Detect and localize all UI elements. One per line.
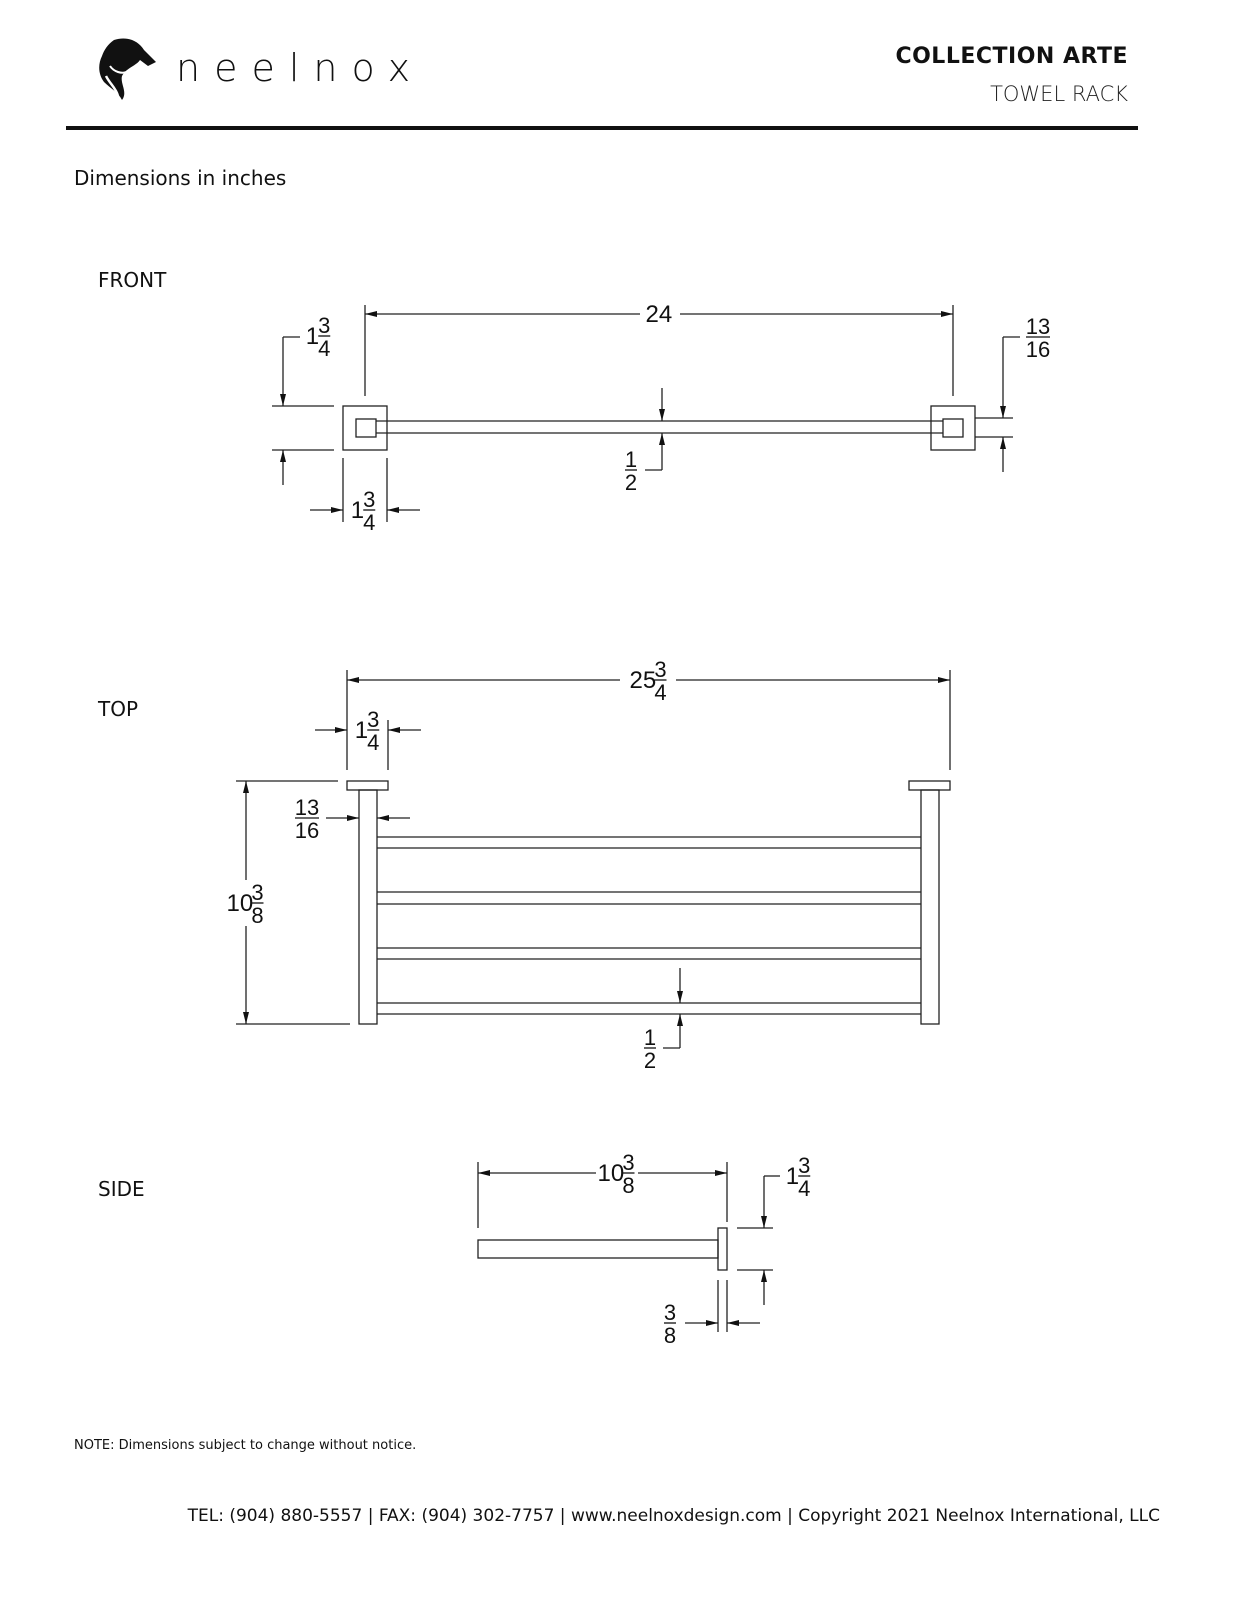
dimension-whole: 1 xyxy=(306,323,319,350)
brand-name: neelnox xyxy=(176,46,425,90)
side-bar xyxy=(477,1239,719,1259)
side-wall-plate xyxy=(717,1227,728,1271)
dim-front-length: 24 xyxy=(646,301,673,328)
side-view-label: SIDE xyxy=(98,1177,145,1201)
dimension-numerator: 3 xyxy=(318,313,330,338)
dimension-denominator: 4 xyxy=(318,336,330,361)
left-wall-plate xyxy=(346,780,389,791)
dimension-denominator: 4 xyxy=(798,1176,810,1201)
dimension-whole: 1 xyxy=(355,717,368,744)
right-bracket xyxy=(930,405,976,451)
dimension-whole: 25 xyxy=(630,667,657,694)
disclaimer-note: NOTE: Dimensions subject to change witho… xyxy=(74,1438,417,1453)
dimension-numerator: 3 xyxy=(654,657,666,682)
dimension-denominator: 4 xyxy=(654,680,666,705)
left-bracket xyxy=(342,405,388,451)
dimension-numerator: 3 xyxy=(622,1150,634,1175)
dimension-whole: 1 xyxy=(786,1163,799,1190)
logo xyxy=(96,36,158,102)
dimension-whole: 10 xyxy=(598,1160,625,1187)
collection-title: COLLECTION ARTE xyxy=(895,44,1128,69)
dimension-whole: 10 xyxy=(227,890,254,917)
dimension-numerator: 13 xyxy=(1026,314,1050,339)
dim-top-bar-thickness: 12 xyxy=(644,1025,656,1073)
top-view-label: TOP xyxy=(98,697,139,721)
dimension-denominator: 4 xyxy=(363,510,375,535)
dim-front-bar-thickness: 12 xyxy=(625,447,637,495)
dimension-numerator: 3 xyxy=(251,880,263,905)
dimension-denominator: 16 xyxy=(1026,337,1050,362)
dimension-denominator: 2 xyxy=(644,1048,656,1073)
dim-side-plate-thickness: 38 xyxy=(664,1300,676,1348)
horse-logo-icon xyxy=(99,38,156,100)
units-label: Dimensions in inches xyxy=(74,166,287,190)
dimension-numerator: 13 xyxy=(295,795,319,820)
left-bracket-inner xyxy=(355,418,377,438)
dimension-numerator: 3 xyxy=(664,1300,676,1325)
dimension-numerator: 3 xyxy=(798,1153,810,1178)
right-bracket-inner xyxy=(942,418,964,438)
dimension-denominator: 16 xyxy=(295,818,319,843)
dimension-whole: 1 xyxy=(351,497,364,524)
footer-contact: TEL: (904) 880-5557 | FAX: (904) 302-775… xyxy=(187,1506,1160,1526)
dimension-denominator: 2 xyxy=(625,470,637,495)
dimension-denominator: 8 xyxy=(251,903,263,928)
dimension-numerator: 1 xyxy=(644,1025,656,1050)
right-post xyxy=(920,789,940,1025)
front-view-label: FRONT xyxy=(98,268,167,292)
dimension-denominator: 8 xyxy=(664,1323,676,1348)
dimension-numerator: 3 xyxy=(367,707,379,732)
left-post xyxy=(358,789,378,1025)
dimension-numerator: 3 xyxy=(363,487,375,512)
dimension-whole: 24 xyxy=(646,301,673,328)
product-name: TOWEL RACK xyxy=(990,82,1128,106)
dimension-numerator: 1 xyxy=(625,447,637,472)
right-wall-plate xyxy=(908,780,951,791)
dimension-denominator: 4 xyxy=(367,730,379,755)
dimension-denominator: 8 xyxy=(622,1173,634,1198)
header-divider xyxy=(66,126,1138,130)
